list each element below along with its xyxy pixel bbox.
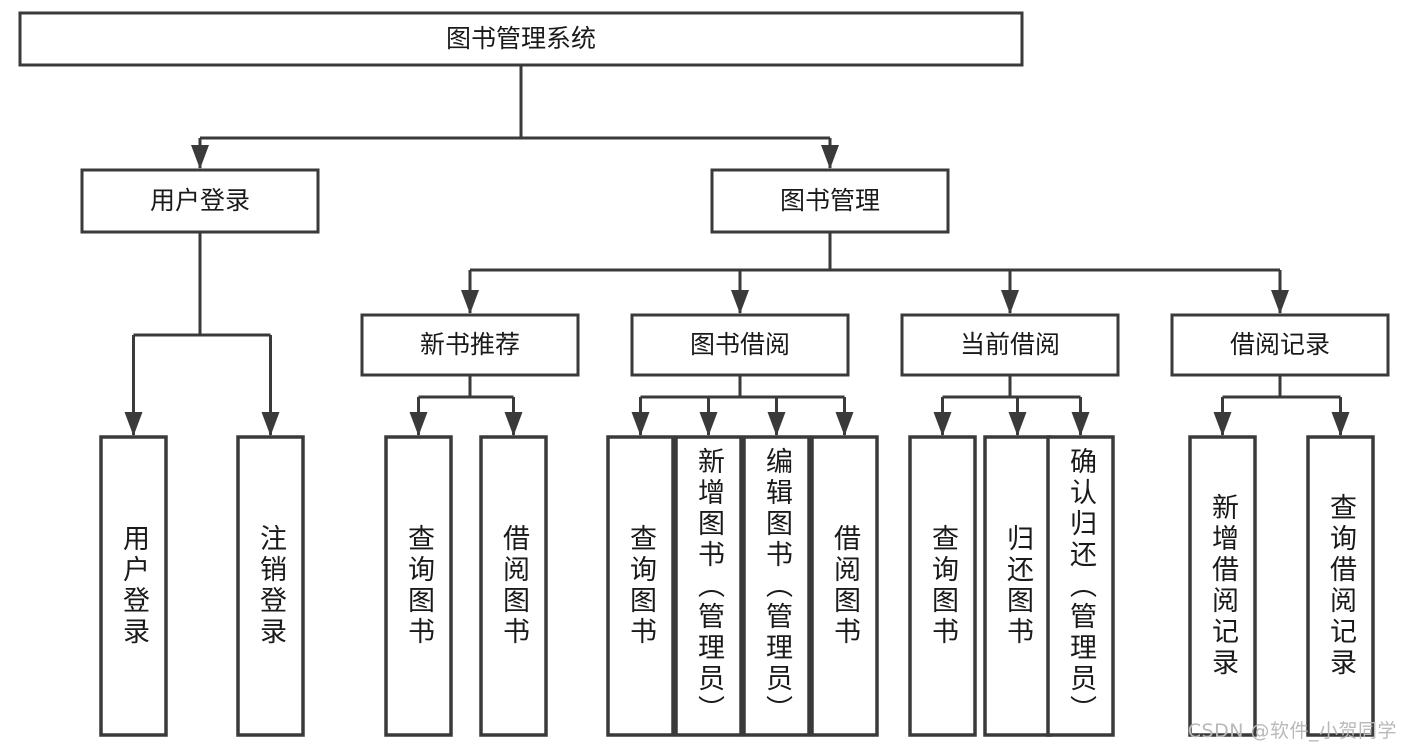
leaf-node-leaf-user-login[interactable] <box>99 435 168 737</box>
leaf-rect <box>606 435 675 737</box>
arrow-head-leaf-confirm-return <box>1071 412 1090 436</box>
leaf-node-leaf-query-book-rec[interactable] <box>384 435 453 737</box>
arrow-head-book-manage <box>821 145 839 169</box>
level3-node-label: 当前借阅 <box>960 330 1060 359</box>
level2-node-user-login[interactable]: 用户登录 <box>80 168 320 234</box>
leaf-rect <box>742 435 811 737</box>
arrow-head-leaf-user-logout <box>261 412 280 436</box>
leaf-rect <box>479 435 548 737</box>
root-node-rect <box>18 11 1024 67</box>
arrow-head-leaf-user-login <box>124 412 143 436</box>
level3-node-label: 新书推荐 <box>420 330 520 359</box>
level3-node-rect <box>360 313 580 377</box>
level2-node-label: 图书管理 <box>780 186 880 215</box>
arrow-head-leaf-query-record <box>1331 412 1350 436</box>
leaf-node-leaf-return-book[interactable] <box>983 435 1052 737</box>
arrow-head-leaf-borrow-book-rec <box>504 412 523 436</box>
leaf-rect <box>99 435 168 737</box>
level3-node-borrow-record[interactable]: 借阅记录 <box>1170 313 1390 377</box>
leaf-rect <box>674 435 743 737</box>
arrow-head-leaf-query-book-cur <box>933 412 952 436</box>
level3-node-rect <box>630 313 850 377</box>
root-node-root[interactable]: 图书管理系统 <box>18 11 1024 67</box>
leaf-node-leaf-user-logout[interactable] <box>236 435 305 737</box>
level2-node-rect <box>80 168 320 234</box>
leaf-node-leaf-add-record[interactable] <box>1188 435 1257 737</box>
leaf-rect <box>1046 435 1115 737</box>
level3-node-rect <box>1170 313 1390 377</box>
leaf-node-leaf-edit-book[interactable] <box>742 435 811 737</box>
leaf-node-leaf-query-book-borrow[interactable] <box>606 435 675 737</box>
level3-node-new-book-rec[interactable]: 新书推荐 <box>360 313 580 377</box>
arrow-head-leaf-edit-book <box>767 412 786 436</box>
arrow-head-current-borrow <box>1001 290 1019 314</box>
leaf-node-leaf-query-book-cur[interactable] <box>908 435 977 737</box>
arrow-head-leaf-add-book <box>699 412 718 436</box>
leaf-node-leaf-query-record[interactable] <box>1306 435 1375 737</box>
leaf-rect <box>908 435 977 737</box>
arrow-head-leaf-query-book-borrow <box>631 412 650 436</box>
leaf-rect <box>810 435 879 737</box>
arrow-head-book-borrow <box>731 290 749 314</box>
leaf-node-leaf-confirm-return[interactable] <box>1046 435 1115 737</box>
arrow-head-leaf-return-book <box>1008 412 1027 436</box>
connector-layer <box>124 65 1350 436</box>
level3-node-current-borrow[interactable]: 当前借阅 <box>900 313 1120 377</box>
arrow-head-leaf-add-record <box>1213 412 1232 436</box>
arrow-head-new-book-rec <box>461 290 479 314</box>
leaf-rect <box>1188 435 1257 737</box>
level3-node-rect <box>900 313 1120 377</box>
root-node-label: 图书管理系统 <box>446 24 596 53</box>
arrow-head-leaf-borrow-book <box>835 412 854 436</box>
leaf-node-leaf-borrow-book[interactable] <box>810 435 879 737</box>
leaf-node-leaf-borrow-book-rec[interactable] <box>479 435 548 737</box>
leaf-rect <box>983 435 1052 737</box>
leaf-node-leaf-add-book[interactable] <box>674 435 743 737</box>
leaf-rect <box>1306 435 1375 737</box>
level3-node-label: 借阅记录 <box>1230 330 1330 359</box>
arrow-head-borrow-record <box>1271 290 1289 314</box>
level3-node-label: 图书借阅 <box>690 330 790 359</box>
arrow-head-leaf-query-book-rec <box>409 412 428 436</box>
level2-node-label: 用户登录 <box>150 186 250 215</box>
arrow-head-user-login <box>191 145 209 169</box>
level2-node-book-manage[interactable]: 图书管理 <box>710 168 950 234</box>
level3-node-book-borrow[interactable]: 图书借阅 <box>630 313 850 377</box>
leaf-rect <box>236 435 305 737</box>
watermark-text: CSDN @软件_小贺同学 <box>1187 720 1397 742</box>
level2-node-rect <box>710 168 950 234</box>
leaf-rect <box>384 435 453 737</box>
